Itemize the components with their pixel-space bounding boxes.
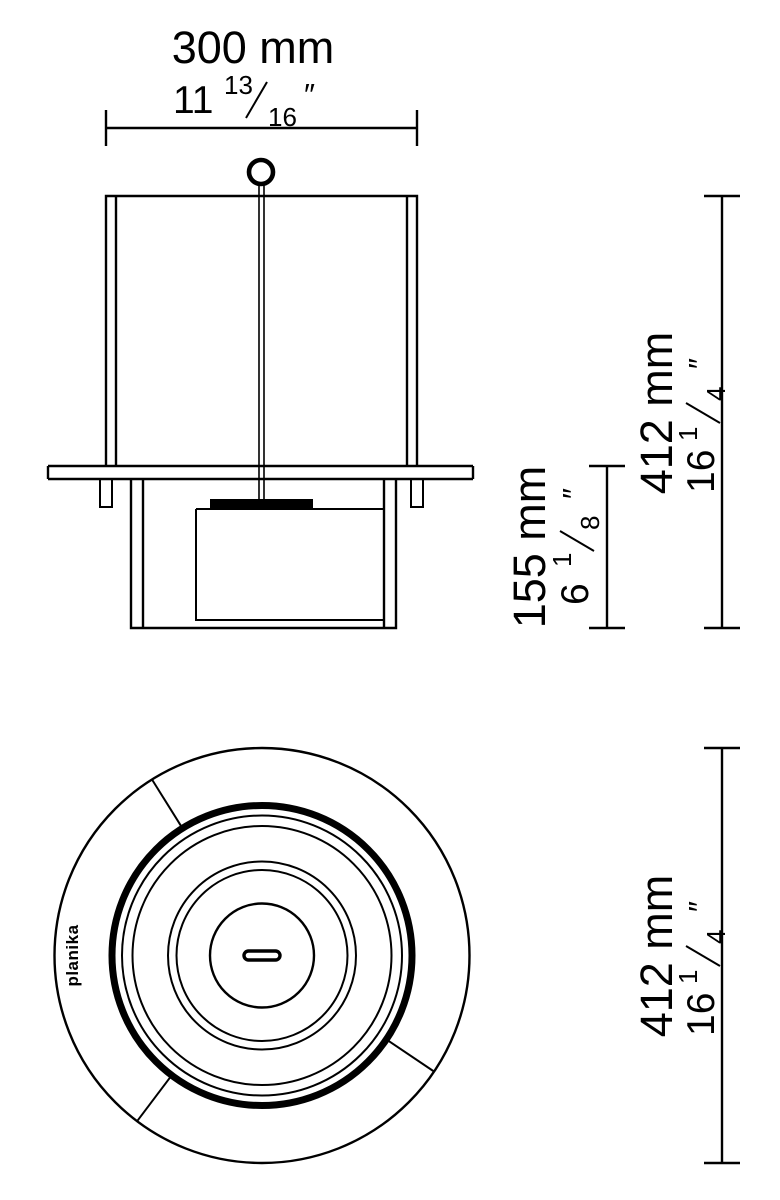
rim-seam-bottom-right — [385, 1038, 435, 1073]
dim-height-inch-group: 16 1 4 ″ — [673, 358, 731, 493]
fraction-slash — [685, 402, 721, 424]
dim-diameter-mm-label: 412 mm — [631, 875, 682, 1038]
dim-diameter-inch-group: 16 1 4 ″ — [673, 901, 731, 1036]
inch-mark: ″ — [682, 901, 717, 912]
pull-ring — [246, 157, 276, 187]
dim-width-mm-label: 300 mm — [172, 22, 335, 73]
fraction-slash — [245, 81, 268, 119]
thick-ring — [108, 802, 416, 1109]
inch-mark: ″ — [682, 358, 717, 369]
dim-diameter-mm-group: 412 mm — [631, 875, 682, 1038]
inch-mark: ″ — [556, 488, 591, 499]
dim-height-mm-group: 412 mm — [631, 332, 682, 495]
dim-height-inch-numerator: 1 — [673, 427, 703, 441]
plan-view: planika — [53, 746, 471, 1165]
brand-logo-group: planika — [63, 924, 82, 986]
dim-height-mm-label: 412 mm — [631, 332, 682, 495]
rim-seam-bottom-left — [136, 1074, 173, 1122]
inner-circle-3 — [167, 860, 357, 1051]
dim-recess-mm-group: 155 mm — [504, 466, 555, 629]
dim-width-line — [104, 110, 419, 146]
brand-logo: planika — [63, 924, 82, 986]
dim-height-inch-denominator: 4 — [701, 387, 731, 401]
cylinder-clamps — [99, 479, 424, 508]
inner-circle-1 — [121, 814, 403, 1097]
dim-width-inch-whole: 11 — [173, 79, 214, 122]
dim-recess-depth: 155 mm 6 1 8 ″ — [504, 464, 625, 630]
dim-height-inch-whole: 16 — [680, 450, 723, 493]
fraction-slash — [559, 530, 595, 552]
burner-slot — [242, 949, 282, 962]
glass-cylinder-outline — [104, 194, 419, 466]
dim-width-inch-numerator: 13 — [224, 70, 253, 100]
rim-seam-top-left — [151, 778, 184, 829]
dim-diameter-inch-whole: 16 — [680, 993, 723, 1036]
fuel-vessel — [195, 508, 385, 621]
dim-width-top: 300 mm 11 13 16 ″ — [104, 22, 419, 146]
dim-recess-mm-label: 155 mm — [504, 466, 555, 629]
dim-diameter-inch-denominator: 4 — [701, 930, 731, 944]
inner-circle-4 — [175, 869, 349, 1042]
inner-circle-2 — [131, 825, 393, 1086]
dim-recess-inch-denominator: 8 — [575, 516, 605, 530]
dim-total-height: 412 mm 16 1 4 ″ — [631, 194, 740, 630]
burner-cover-plate — [210, 499, 313, 509]
fraction-slash — [685, 945, 721, 967]
lifting-rod — [258, 185, 265, 502]
dim-recess-inch-whole: 6 — [554, 583, 597, 605]
dim-recess-line — [589, 464, 625, 630]
outer-rim-circle — [53, 746, 471, 1165]
dim-diameter: 412 mm 16 1 4 ″ — [631, 746, 740, 1165]
dim-diameter-inch-numerator: 1 — [673, 970, 703, 984]
center-hub-circle — [208, 902, 316, 1009]
dim-recess-inch-group: 6 1 8 ″ — [547, 488, 605, 605]
side-view — [46, 157, 475, 630]
dim-diameter-line — [704, 746, 740, 1165]
dim-height-line — [704, 194, 740, 630]
inch-mark: ″ — [304, 77, 315, 112]
dim-recess-inch-numerator: 1 — [547, 553, 577, 567]
countertop-flange — [46, 464, 475, 481]
